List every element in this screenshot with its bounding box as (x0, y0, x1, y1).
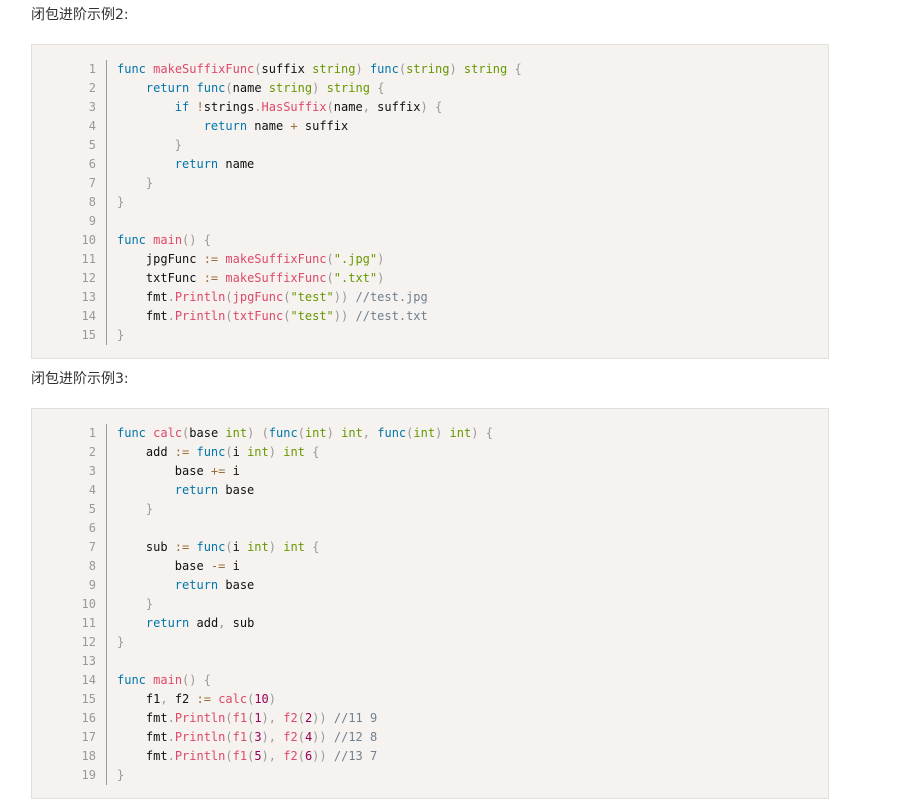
code-line: } (117, 768, 125, 782)
code-line: fmt.Println(f1(5), f2(6)) //13 7 (117, 749, 378, 763)
line-number: 13 (81, 654, 96, 668)
code-line: return name (174, 157, 255, 171)
line-number: 2 (88, 445, 96, 459)
line-number: 6 (88, 521, 96, 535)
line-number: 5 (88, 138, 96, 152)
line-number: 16 (81, 711, 96, 725)
line-number: 12 (81, 635, 96, 649)
code-line: jpgFunc := makeSuffixFunc(".jpg") (117, 252, 385, 266)
code-line: fmt.Println(f1(3), f2(4)) //12 8 (117, 730, 378, 744)
line-number: 14 (81, 309, 96, 323)
line-number: 10 (81, 597, 96, 611)
code-line: add := func(i int) int { (117, 445, 320, 459)
code-line: } (145, 597, 154, 611)
code-line: } (174, 138, 183, 152)
line-number: 15 (81, 328, 96, 342)
line-number: 9 (88, 578, 96, 592)
line-number: 11 (81, 616, 96, 630)
line-number: 1 (88, 426, 96, 440)
code-line: } (145, 502, 154, 516)
line-number: 13 (81, 290, 96, 304)
line-number: 9 (88, 214, 96, 228)
line-number: 8 (88, 559, 96, 573)
line-number: 15 (81, 692, 96, 706)
code-line: func main() { (117, 673, 211, 687)
code-line: } (117, 635, 125, 649)
line-number: 7 (88, 176, 96, 190)
code-line: fmt.Println(txtFunc("test")) //test.txt (117, 309, 428, 323)
line-number: 10 (81, 233, 96, 247)
line-number: 5 (88, 502, 96, 516)
code-line: func calc(base int) (func(int) int, func… (117, 426, 493, 440)
line-number: 3 (88, 464, 96, 478)
code-line: return name + suffix (203, 119, 349, 133)
code-line: return func(name string) string { (145, 81, 385, 95)
code-line: if !strings.HasSuffix(name, suffix) { (174, 100, 443, 114)
line-number: 17 (81, 730, 96, 744)
code-line: fmt.Println(jpgFunc("test")) //test.jpg (117, 290, 428, 304)
line-number: 12 (81, 271, 96, 285)
code-line: } (145, 176, 154, 190)
code-line: } (117, 328, 125, 342)
line-number: 4 (88, 119, 96, 133)
code-line: base += i (117, 464, 240, 478)
line-number: 4 (88, 483, 96, 497)
line-number: 14 (81, 673, 96, 687)
code-line: base -= i (117, 559, 240, 573)
line-number: 11 (81, 252, 96, 266)
example3-heading: 闭包进阶示例3: (31, 371, 129, 387)
code-line: func main() { (117, 233, 211, 247)
line-number-divider (106, 424, 107, 785)
line-number: 8 (88, 195, 96, 209)
code-line: f1, f2 := calc(10) (117, 692, 277, 706)
line-number: 19 (81, 768, 96, 782)
line-number: 7 (88, 540, 96, 554)
code-line: sub := func(i int) int { (117, 540, 320, 554)
code-line: return base (174, 578, 255, 592)
line-number: 1 (88, 62, 96, 76)
line-number: 18 (81, 749, 96, 763)
line-number: 3 (88, 100, 96, 114)
code-line: return add, sub (145, 616, 255, 630)
example2-heading: 闭包进阶示例2: (31, 7, 129, 23)
line-number-divider (106, 60, 107, 345)
code-line: func makeSuffixFunc(suffix string) func(… (117, 62, 522, 76)
line-number: 2 (88, 81, 96, 95)
code-line: } (117, 195, 125, 209)
code-line: fmt.Println(f1(1), f2(2)) //11 9 (117, 711, 378, 725)
code-line: return base (174, 483, 255, 497)
code-line: txtFunc := makeSuffixFunc(".txt") (117, 271, 385, 285)
line-number: 6 (88, 157, 96, 171)
